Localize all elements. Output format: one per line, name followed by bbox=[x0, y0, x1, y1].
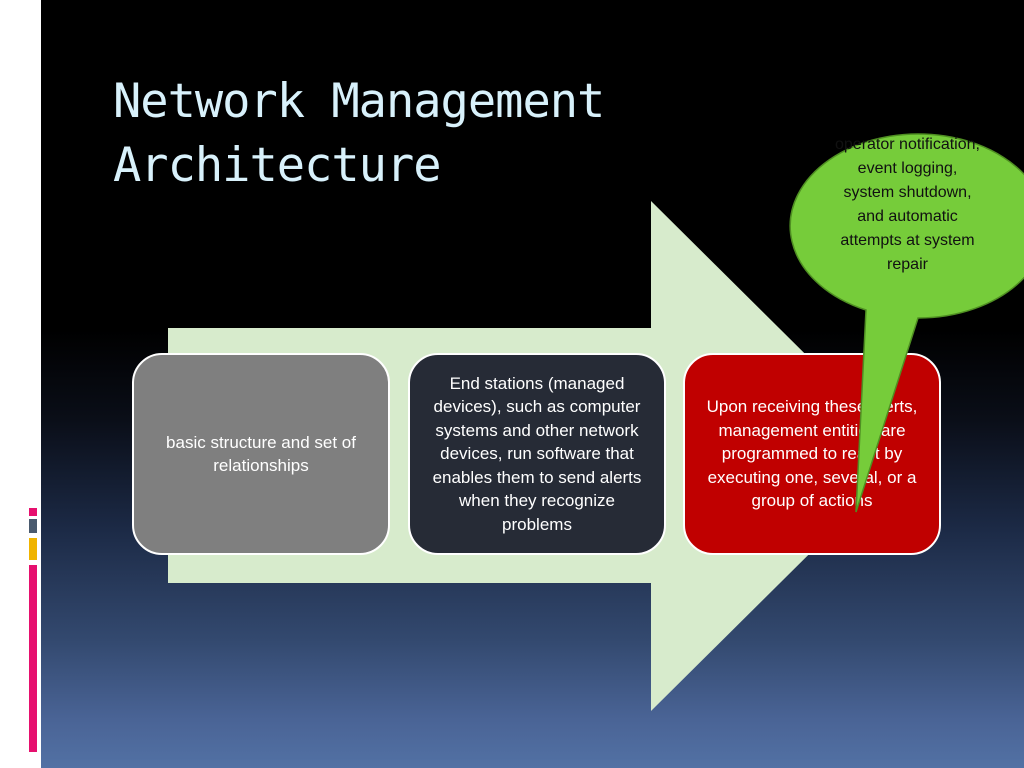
callout-shape bbox=[789, 133, 1024, 513]
slide-title: Network Management Architecture bbox=[113, 74, 605, 193]
callout-text: operator notification, event logging, sy… bbox=[835, 136, 980, 273]
accent-bar-pink-long bbox=[29, 565, 37, 752]
accent-bar-yellow bbox=[29, 538, 37, 560]
process-box-end-stations-text: End stations (managed devices), such as … bbox=[432, 373, 642, 534]
process-box-end-stations: End stations (managed devices), such as … bbox=[408, 353, 666, 555]
accent-bar-pink-top bbox=[29, 508, 37, 516]
process-box-structure-text: basic structure and set of relationships bbox=[166, 432, 356, 476]
process-box-structure: basic structure and set of relationships bbox=[132, 353, 390, 555]
accent-bar-slate bbox=[29, 519, 37, 533]
process-box-management-entities-text: Upon receiving these alerts, management … bbox=[706, 397, 918, 511]
process-box-management-entities: Upon receiving these alerts, management … bbox=[683, 353, 941, 555]
